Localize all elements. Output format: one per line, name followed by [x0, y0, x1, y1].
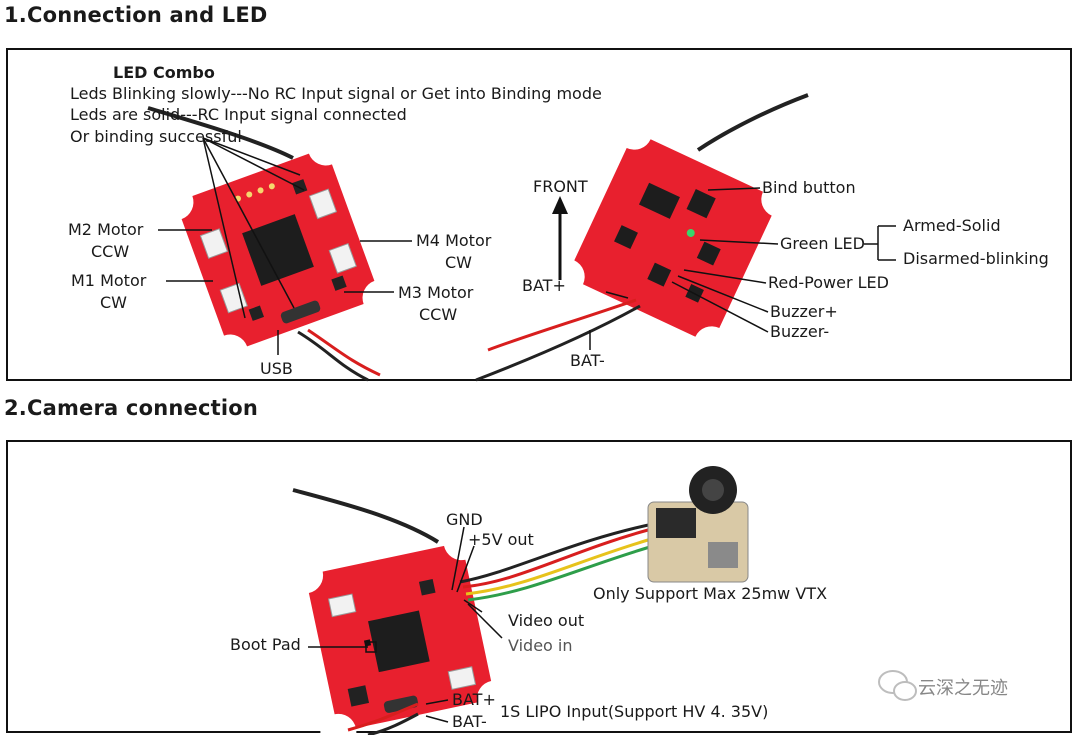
wire-camera-yellow [465, 535, 659, 596]
video-in-label: Video in [508, 636, 573, 655]
bind-button-label: Bind button [762, 178, 856, 197]
antenna-camera-board [292, 488, 440, 544]
gnd-label: GND [446, 510, 483, 529]
m2-motor-dir: CCW [91, 242, 130, 261]
camera-panel: GND +5V out Only Support Max 25mw VTX Vi… [6, 440, 1072, 735]
m2-motor-label: M2 Motor [68, 220, 144, 239]
led-combo-line3: Or binding successful [70, 127, 242, 146]
wire-battery-red [347, 702, 419, 732]
fc-board-left [157, 129, 399, 371]
camera-diagram [287, 466, 917, 735]
wire-battery-black [367, 712, 419, 735]
section1-title: 1.Connection and LED [4, 3, 268, 27]
m3-motor-label: M3 Motor [398, 283, 474, 302]
boot-pad-label: Boot Pad [230, 635, 301, 654]
front-arrow-head [552, 196, 568, 214]
antenna-left [147, 106, 294, 160]
wire-red-right [487, 298, 637, 352]
antenna-right [696, 93, 809, 152]
lipo-input-label: 1S LIPO Input(Support HV 4. 35V) [500, 702, 769, 721]
wire-camera-black [459, 522, 654, 584]
fc-board-camera [287, 524, 513, 735]
led-combo-line2: Leds are solid---RC Input signal connect… [70, 105, 407, 124]
camera-module [647, 466, 749, 583]
connection-diagram [147, 93, 896, 382]
bat-minus-label-2: BAT- [452, 712, 487, 731]
wechat-icon [878, 670, 917, 701]
m4-motor-dir: CW [445, 253, 472, 272]
wire-black-right [475, 304, 641, 382]
v5-out-label: +5V out [468, 530, 534, 549]
vtx-note-label: Only Support Max 25mw VTX [593, 584, 828, 603]
camera-pointers [308, 526, 503, 723]
wire-black-left [297, 330, 369, 382]
bat-minus-label: BAT- [570, 351, 605, 370]
led-combo-heading: LED Combo [113, 63, 215, 82]
wire-camera-red [462, 528, 649, 589]
watermark-text: 云深之无迹 [918, 678, 1008, 699]
wire-red-left [307, 328, 381, 377]
wire-camera-green [467, 542, 661, 602]
disarmed-label: Disarmed-blinking [903, 249, 1049, 268]
front-label: FRONT [533, 177, 588, 196]
video-out-label: Video out [508, 611, 585, 630]
boot-pad-marker [365, 641, 377, 653]
buzzer-plus-label: Buzzer+ [770, 302, 838, 321]
armed-label: Armed-Solid [903, 216, 1001, 235]
motor-pointers [158, 229, 412, 355]
buzzer-minus-label: Buzzer- [770, 322, 830, 341]
green-led-label: Green LED [780, 234, 865, 253]
red-power-led-label: Red-Power LED [768, 273, 889, 292]
m1-motor-label: M1 Motor [71, 271, 147, 290]
fc-board-right [548, 113, 798, 363]
m1-motor-dir: CW [100, 293, 127, 312]
bat-plus-label-2: BAT+ [452, 690, 496, 709]
connection-panel: LED Combo Leds Blinking slowly---No RC I… [6, 48, 1072, 382]
section2-title: 2.Camera connection [4, 396, 259, 420]
m4-motor-label: M4 Motor [416, 231, 492, 250]
usb-label: USB [260, 359, 293, 378]
bat-plus-label: BAT+ [522, 276, 566, 295]
m3-motor-dir: CCW [419, 305, 458, 324]
feature-pointers [589, 187, 896, 350]
led-pointers [202, 137, 305, 319]
led-combo-line1: Leds Blinking slowly---No RC Input signa… [70, 84, 602, 103]
